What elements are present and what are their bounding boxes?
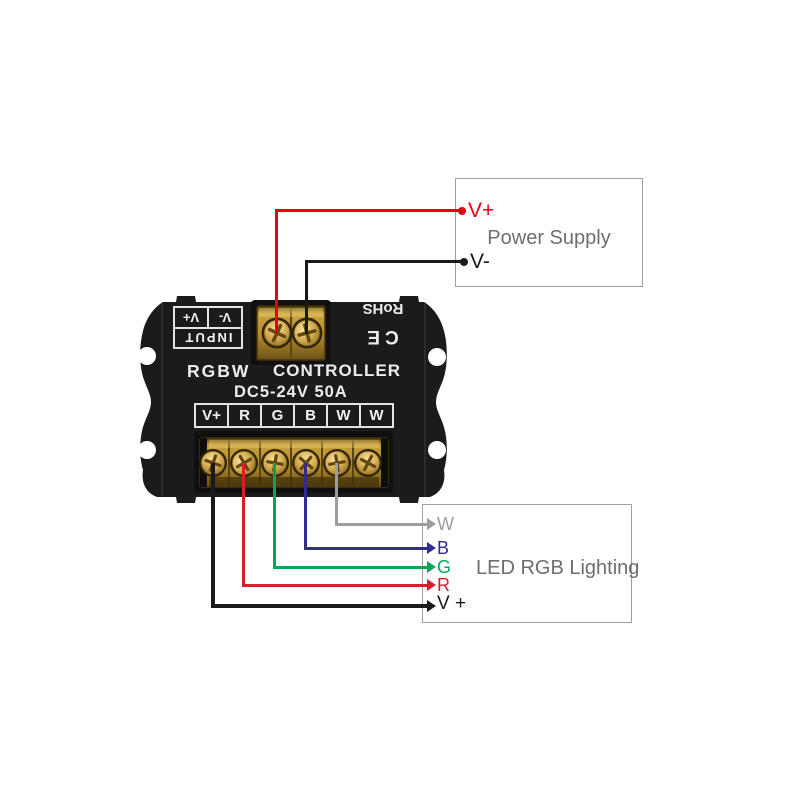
- controller-spec-text: DC5-24V 50A: [234, 383, 348, 401]
- led-lighting-box: [422, 504, 632, 623]
- terminal-label-b: B: [293, 403, 328, 428]
- mounting-hole: [428, 348, 446, 366]
- wire-led-w-arrow: [427, 518, 436, 530]
- terminal-label-row: V+ R G B W W: [194, 403, 394, 428]
- wire-led-g-arrow: [427, 561, 436, 573]
- wire-led-r-arrow: [427, 579, 436, 591]
- wire-power-v-minus-horizontal: [305, 260, 464, 263]
- wire-led-b-vertical: [304, 463, 307, 550]
- led-pin-v-plus-label: V +: [437, 593, 467, 614]
- wire-power-v-plus-endpoint: [458, 207, 466, 215]
- terminal-label-g: G: [260, 403, 295, 428]
- led-pin-w-label: W: [437, 514, 454, 534]
- terminal-label-r: R: [227, 403, 262, 428]
- mounting-hole: [428, 441, 446, 459]
- mounting-hole: [138, 441, 156, 459]
- led-pin-g-label: G: [437, 557, 452, 577]
- wire-led-g-horizontal: [273, 566, 429, 569]
- input-terminal-block: [251, 300, 331, 365]
- power-v-plus-label: V+: [468, 199, 495, 222]
- wire-power-v-minus-vertical: [305, 260, 308, 334]
- led-pin-r-label: R: [437, 575, 450, 595]
- wire-led-w-vertical: [335, 463, 338, 526]
- wire-power-v-plus-horizontal: [275, 209, 462, 212]
- power-supply-title: Power Supply: [487, 227, 611, 249]
- rohs-mark: RoHS: [362, 300, 404, 317]
- wire-led-v-plus-vertical: [211, 463, 215, 608]
- input-v-minus-label: V-: [207, 306, 243, 329]
- wire-led-b-horizontal: [304, 547, 429, 550]
- mounting-hole: [138, 347, 156, 365]
- wire-power-v-minus-endpoint: [460, 258, 468, 266]
- controller-type-text: CONTROLLER: [273, 361, 402, 380]
- input-v-plus-label: V+: [173, 306, 209, 329]
- wire-led-g-vertical: [273, 463, 276, 569]
- certification-block: CE RoHS: [352, 300, 414, 347]
- output-terminal-block: [194, 431, 393, 493]
- led-lighting-title: LED RGB Lighting: [476, 557, 640, 579]
- terminal-label-v-plus: V+: [194, 403, 229, 428]
- led-pin-b-label: B: [437, 538, 450, 558]
- wire-led-r-vertical: [242, 463, 245, 587]
- ce-mark: CE: [362, 326, 399, 347]
- terminal-label-w2: W: [359, 403, 394, 428]
- wire-led-r-horizontal: [242, 584, 429, 587]
- input-title: INPUT: [173, 327, 243, 349]
- input-label-block: INPUT V- V+: [173, 306, 243, 349]
- controller-brand-text: RGBW: [187, 361, 251, 381]
- power-supply-box: [455, 178, 643, 287]
- wire-power-v-plus-vertical: [275, 209, 278, 333]
- wire-led-v-plus-arrow: [427, 600, 436, 612]
- power-v-minus-label: V-: [470, 250, 490, 273]
- wire-led-b-arrow: [427, 542, 436, 554]
- wire-led-w-horizontal: [335, 523, 429, 526]
- wire-led-v-plus-horizontal: [211, 604, 429, 608]
- terminal-label-w1: W: [326, 403, 361, 428]
